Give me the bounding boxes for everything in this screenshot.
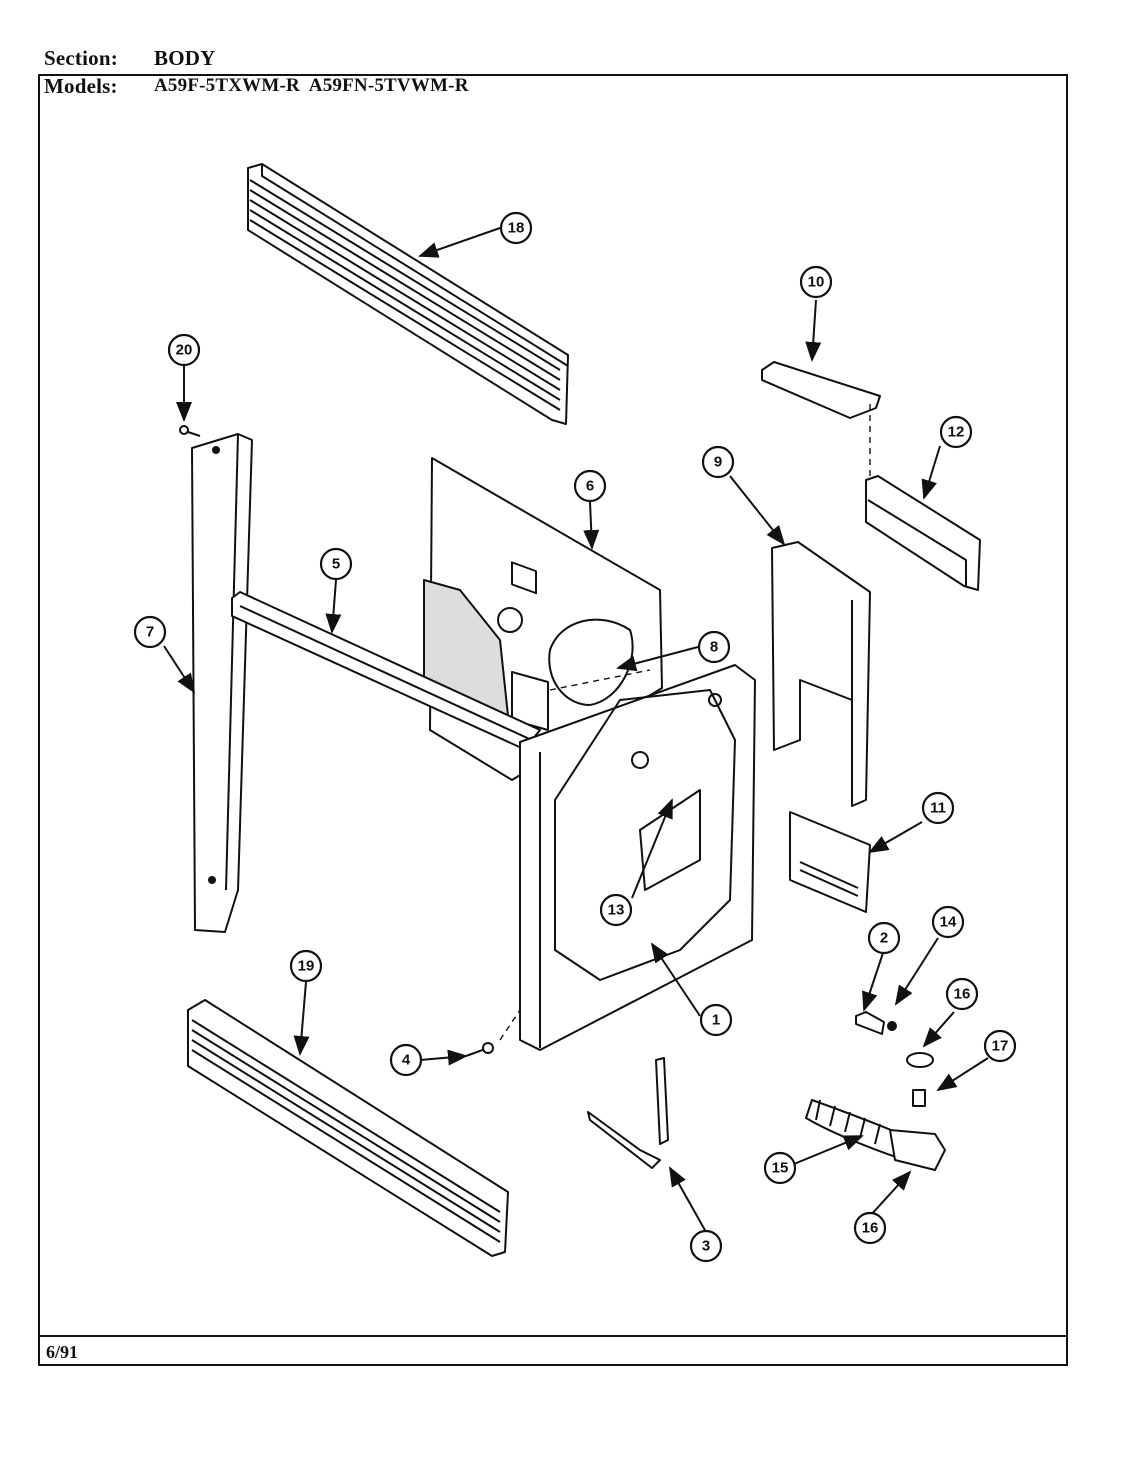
- callout-label: 8: [710, 639, 718, 656]
- side-rail-part: [191, 433, 253, 933]
- callout-10: 10: [799, 265, 833, 299]
- callout-label: 1: [712, 1012, 720, 1029]
- callout-label: 16: [862, 1220, 879, 1237]
- callout-label: 12: [948, 424, 965, 441]
- plate-part: [789, 811, 871, 913]
- callout-16: 16: [853, 1211, 887, 1245]
- callout-label: 17: [992, 1038, 1009, 1055]
- callout-label: 20: [176, 342, 193, 359]
- diagram-frame: [38, 74, 1068, 1366]
- callout-14: 14: [931, 905, 965, 939]
- screw-part-4: [465, 1042, 494, 1057]
- callout-1: 1: [699, 1003, 733, 1037]
- callout-label: 9: [714, 454, 722, 471]
- models-label: Models:: [44, 74, 118, 98]
- callout-label: 10: [808, 274, 825, 291]
- callout-9: 9: [701, 445, 735, 479]
- callout-label: 4: [402, 1052, 411, 1069]
- section-label: Section:: [44, 46, 118, 70]
- callout-18: 18: [499, 211, 533, 245]
- section-value: BODY: [154, 46, 216, 70]
- callout-16: 16: [945, 977, 979, 1011]
- footer-divider: [38, 1335, 1068, 1337]
- callout-label: 7: [146, 624, 154, 641]
- cover-part: [761, 361, 881, 419]
- hinge-part: [587, 1057, 669, 1169]
- callout-label: 14: [940, 914, 957, 931]
- models-value: A59F-5TXWM-R A59FN-5TVWM-R: [154, 75, 469, 96]
- callout-label: 15: [772, 1160, 789, 1177]
- callout-11: 11: [921, 791, 955, 825]
- callout-6: 6: [573, 469, 607, 503]
- callout-17: 17: [983, 1029, 1017, 1063]
- callout-19: 19: [289, 949, 323, 983]
- callout-label: 16: [954, 986, 971, 1003]
- cabinet-part: [519, 664, 756, 1051]
- callout-label: 19: [298, 958, 315, 975]
- callout-label: 13: [608, 902, 625, 919]
- side-panel-part: [771, 541, 871, 807]
- callout-3: 3: [689, 1229, 723, 1263]
- callout-12: 12: [939, 415, 973, 449]
- callout-7: 7: [133, 615, 167, 649]
- top-grille-part: [247, 163, 569, 425]
- nut-part: [887, 1021, 897, 1031]
- bracket-part: [855, 1011, 885, 1035]
- callout-label: 11: [930, 800, 946, 817]
- callout-label: 3: [702, 1238, 710, 1255]
- callout-5: 5: [319, 547, 353, 581]
- bottom-grille-part: [187, 999, 509, 1257]
- revision-date: 6/91: [46, 1342, 79, 1362]
- callout-4: 4: [389, 1043, 423, 1077]
- callout-8: 8: [697, 630, 731, 664]
- hose-part: [805, 1052, 946, 1171]
- screw-part: [179, 425, 201, 437]
- callout-label: 18: [508, 220, 525, 237]
- callout-2: 2: [867, 921, 901, 955]
- channel-part: [865, 475, 981, 591]
- callout-20: 20: [167, 333, 201, 367]
- callout-15: 15: [763, 1151, 797, 1185]
- callout-label: 6: [586, 478, 594, 495]
- callout-label: 2: [880, 930, 888, 947]
- callout-13: 13: [599, 893, 633, 927]
- callout-label: 5: [332, 556, 340, 573]
